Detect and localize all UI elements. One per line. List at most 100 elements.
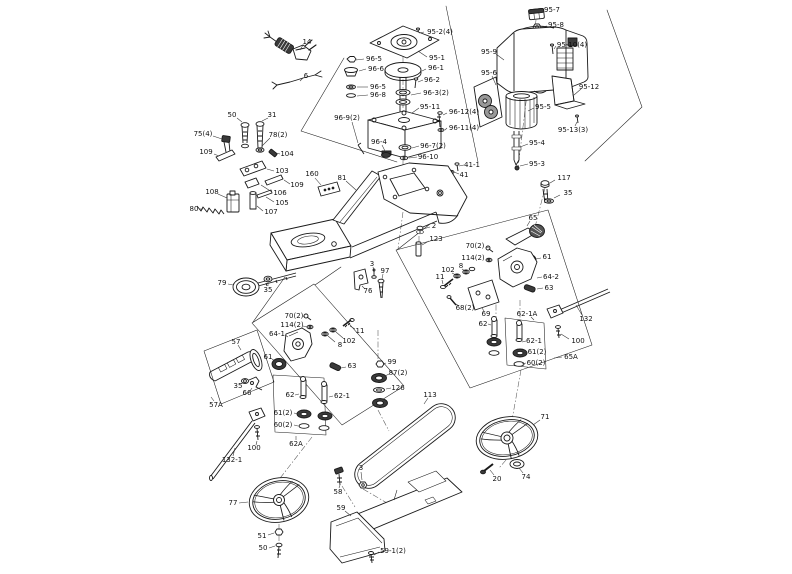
- washer-8r: [462, 269, 470, 275]
- part-label: 70(2): [466, 242, 485, 250]
- cap-96-4: [381, 152, 391, 158]
- tension-rod-right: [546, 288, 611, 339]
- bolt-96-12: [437, 111, 443, 115]
- box-57A: [203, 329, 275, 405]
- leader-line: [265, 196, 275, 203]
- nut-96-5a: [346, 56, 357, 63]
- part-label: 59-1(2): [380, 547, 406, 555]
- leader-line: [527, 107, 535, 112]
- leader-line: [267, 532, 275, 536]
- part-label: 63: [545, 284, 554, 292]
- part-label: 104: [280, 150, 294, 158]
- leader-line: [553, 45, 557, 50]
- part-label: 41-1: [464, 161, 480, 169]
- leader-line: [526, 220, 531, 227]
- part-label: 78(2): [269, 131, 288, 139]
- leader-line: [518, 467, 524, 474]
- leader-line: [485, 246, 490, 249]
- part-label: 95-6: [481, 69, 497, 77]
- washer-96-6: [344, 67, 358, 73]
- part-label: 113: [423, 391, 436, 399]
- part-label: 61(2): [528, 348, 547, 356]
- washer-96-11: [437, 127, 445, 133]
- leader-line: [356, 94, 369, 97]
- leader-line: [293, 424, 299, 427]
- leader-line: [521, 340, 527, 343]
- blade-wheel-right: [475, 416, 539, 475]
- part-label: 95-3: [529, 160, 545, 168]
- bracket-64-1: [283, 327, 313, 362]
- pin-63r: [523, 284, 536, 293]
- part-label: 96-2: [424, 76, 440, 84]
- part-label: 57A: [209, 401, 223, 409]
- part-label: 35: [234, 382, 243, 390]
- leader-line: [485, 258, 490, 261]
- part-label: 126: [391, 384, 405, 392]
- leader-line: [574, 121, 578, 127]
- leader-line: [217, 193, 228, 199]
- box-62A: [272, 374, 327, 436]
- part-label: 95-4: [529, 139, 545, 147]
- part-label: 50: [228, 111, 237, 119]
- bar-109b: [264, 174, 284, 186]
- leader-line: [249, 387, 253, 392]
- leader-line: [344, 510, 352, 517]
- leader-line: [299, 77, 304, 82]
- leader-line: [294, 393, 300, 396]
- leader-line: [210, 396, 215, 402]
- leader-line: [575, 304, 583, 316]
- part-label: 31: [268, 111, 277, 119]
- part-label: 96-5: [366, 55, 382, 63]
- part-label: 8: [459, 262, 463, 270]
- bolt-75: [221, 135, 231, 143]
- leader-line: [418, 31, 425, 34]
- right-guide-assembly: [440, 180, 554, 367]
- bolt-117: [540, 180, 550, 186]
- part-label: 96-7(2): [420, 142, 446, 150]
- ring-60-2lb: [318, 425, 330, 431]
- part-label: 108: [205, 188, 218, 196]
- part-label: 76: [364, 287, 373, 295]
- leader-line: [373, 551, 380, 556]
- part-label: 96-1: [428, 64, 444, 72]
- part-label: 96-10: [418, 153, 438, 161]
- part-label: 61(2): [274, 409, 293, 417]
- part-label: 160: [305, 170, 318, 178]
- leader-line: [236, 117, 243, 123]
- leader-line: [519, 163, 529, 167]
- leader-line: [328, 395, 334, 398]
- leader-line: [358, 68, 367, 72]
- ring-60-2r: [513, 361, 525, 367]
- screw-100r: [555, 325, 561, 329]
- part-label: 69: [482, 310, 491, 318]
- part-label: 35: [264, 286, 273, 294]
- part-label: 71: [541, 413, 550, 421]
- part-label: 59: [337, 504, 346, 512]
- part-label: 95-1: [429, 54, 445, 62]
- leader-line: [345, 180, 357, 191]
- part-label: 107: [264, 208, 277, 216]
- leader-line: [261, 137, 271, 147]
- screw-96-2: [413, 77, 419, 81]
- leader-line: [536, 287, 544, 290]
- leader-line: [256, 205, 264, 212]
- leader-line: [271, 358, 276, 362]
- front-knob-group: [232, 268, 385, 299]
- leader-line: [422, 226, 431, 230]
- leader-line: [372, 266, 375, 272]
- leader-line: [451, 272, 457, 276]
- leader-line: [423, 397, 429, 405]
- bolt-58: [334, 466, 344, 475]
- part-label: 96-9(2): [334, 114, 360, 122]
- block-108: [226, 193, 240, 213]
- gearbox-assembly: [344, 25, 460, 175]
- part-label: 123: [429, 235, 442, 243]
- spring-80: [196, 205, 225, 215]
- leader-line: [417, 79, 424, 83]
- assembly-boxes: [203, 209, 593, 436]
- leader-line: [573, 88, 582, 96]
- tension-rod-left: [209, 407, 266, 481]
- box-62-1A: [504, 317, 547, 370]
- part-label: 41: [460, 171, 469, 179]
